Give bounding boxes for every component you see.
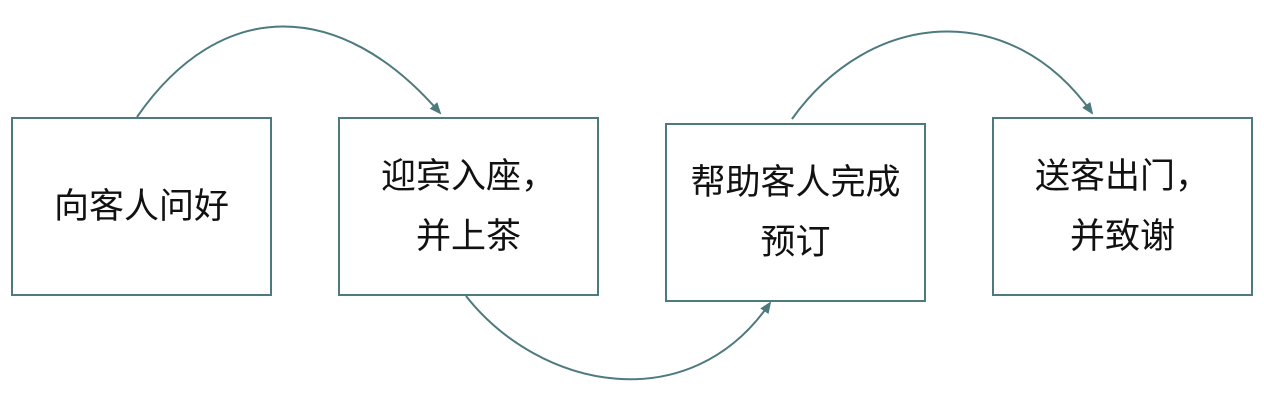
arrow-step2-to-step3	[465, 295, 772, 381]
step-label-3: 帮助客人完成 预订	[690, 162, 901, 263]
step-box-3: 帮助客人完成 预订	[665, 123, 926, 302]
step-label-2: 迎宾入座， 并上茶	[380, 156, 556, 257]
step-label-1: 向客人问好	[53, 186, 229, 227]
step-label-4: 送客出门， 并致谢	[1034, 156, 1210, 257]
arrow-step3-to-step4	[791, 30, 1094, 120]
step-box-2: 迎宾入座， 并上茶	[338, 117, 599, 296]
step-box-1: 向客人问好	[11, 117, 272, 296]
step-box-4: 送客出门， 并致谢	[992, 117, 1253, 296]
arrow-step1-to-step2	[136, 25, 442, 118]
